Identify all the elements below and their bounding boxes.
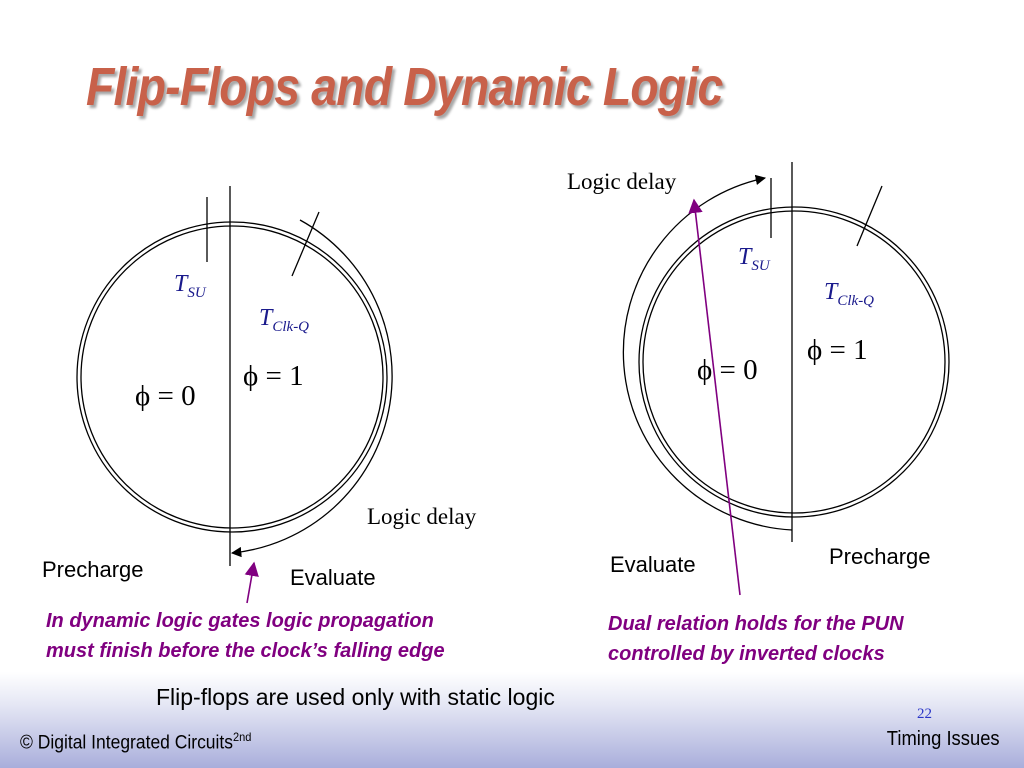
left-logic-delay-label: Logic delay: [367, 504, 477, 529]
right-clock-circle-inner: [642, 210, 946, 514]
right-precharge-label: Precharge: [829, 544, 931, 569]
slide-number: 22: [917, 706, 932, 722]
left-logic-delay-arrow: [230, 219, 393, 558]
right-tclkq-tick: [856, 185, 883, 247]
right-tclkq-label: TClk-Q: [824, 279, 874, 309]
left-evaluate-label: Evaluate: [290, 565, 376, 590]
footer-band: [0, 672, 1024, 768]
left-phi-one-label: ϕ = 1: [243, 360, 304, 392]
right-caption-line-2: controlled by inverted clocks: [608, 643, 885, 665]
copyright-text: © Digital Integrated Circuits: [20, 732, 234, 754]
left-phi-zero-label: ϕ = 0: [135, 380, 196, 412]
section-title: Timing Issues: [887, 728, 1000, 750]
left-tclkq-label: TClk-Q: [259, 305, 309, 335]
right-evaluate-label: Evaluate: [610, 552, 696, 577]
left-clock-circle-inner: [80, 225, 384, 529]
slide-title: Flip-Flops and Dynamic Logic: [86, 57, 723, 117]
right-caption-pointer: [688, 198, 741, 596]
left-caption: In dynamic logic gates logic propagation…: [46, 606, 445, 666]
left-tsu-label: TSU: [174, 271, 207, 301]
left-caption-pointer: [244, 561, 259, 604]
left-precharge-label: Precharge: [42, 557, 144, 582]
right-caption: Dual relation holds for the PUN controll…: [608, 609, 904, 669]
left-tclkq-tick: [291, 211, 320, 277]
right-phi-one-label: ϕ = 1: [807, 334, 868, 366]
copyright-footer: © Digital Integrated Circuits2nd: [20, 730, 251, 754]
right-clock-diagram: Logic delay TSU TClk-Q ϕ = 0 ϕ = 1 Evalu…: [567, 162, 950, 596]
right-caption-line-1: Dual relation holds for the PUN: [608, 613, 904, 635]
left-clock-diagram: TSU TClk-Q ϕ = 0 ϕ = 1 Logic delay Prech…: [42, 186, 477, 604]
right-tsu-label: TSU: [738, 244, 771, 274]
left-clock-circle-outer: [76, 221, 388, 533]
copyright-edition: 2nd: [233, 730, 252, 744]
right-logic-delay-label: Logic delay: [567, 169, 677, 194]
right-phi-zero-label: ϕ = 0: [697, 354, 758, 386]
static-logic-note: Flip-flops are used only with static log…: [156, 684, 555, 710]
left-caption-line-2: must finish before the clock’s falling e…: [46, 640, 445, 662]
right-clock-circle-outer: [638, 206, 950, 518]
left-caption-line-1: In dynamic logic gates logic propagation: [46, 610, 434, 632]
